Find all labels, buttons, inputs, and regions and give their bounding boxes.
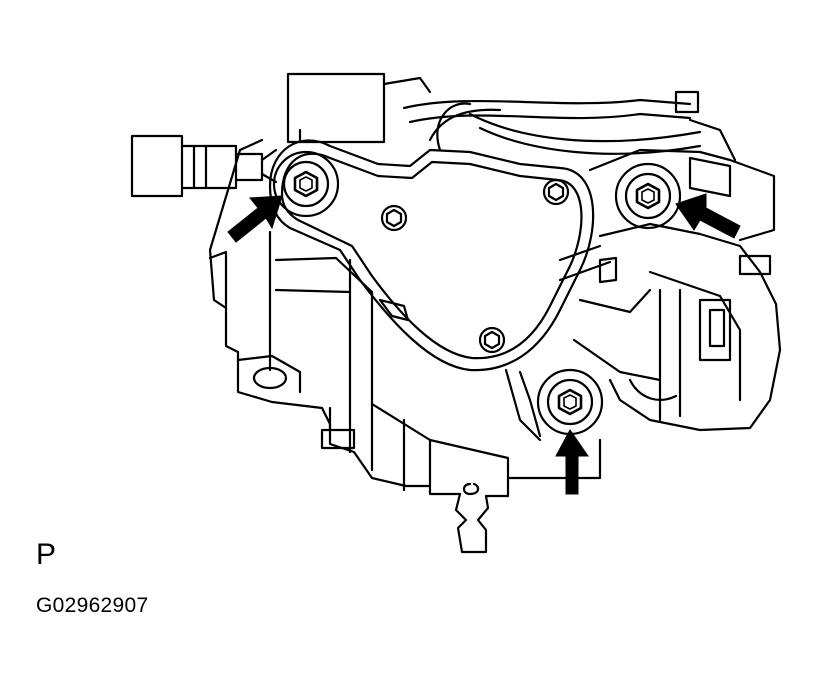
- bolt-upper-left: [272, 150, 340, 218]
- wire-harness: [402, 90, 737, 162]
- bolt-upper-right: [614, 162, 682, 230]
- housing-body: [208, 138, 602, 554]
- cover-plate: [268, 139, 595, 372]
- arrow-to-bolt-upper-right: [675, 193, 741, 239]
- arrow-to-bolt-upper-left: [227, 195, 283, 243]
- top-bracket: [286, 72, 432, 144]
- right-actuator: [436, 102, 782, 442]
- figure-code: G02962907: [36, 594, 149, 617]
- view-label: P: [36, 538, 57, 571]
- left-connector: [130, 134, 278, 198]
- bolt-bottom: [536, 368, 604, 436]
- arrow-to-bolt-bottom: [555, 429, 589, 495]
